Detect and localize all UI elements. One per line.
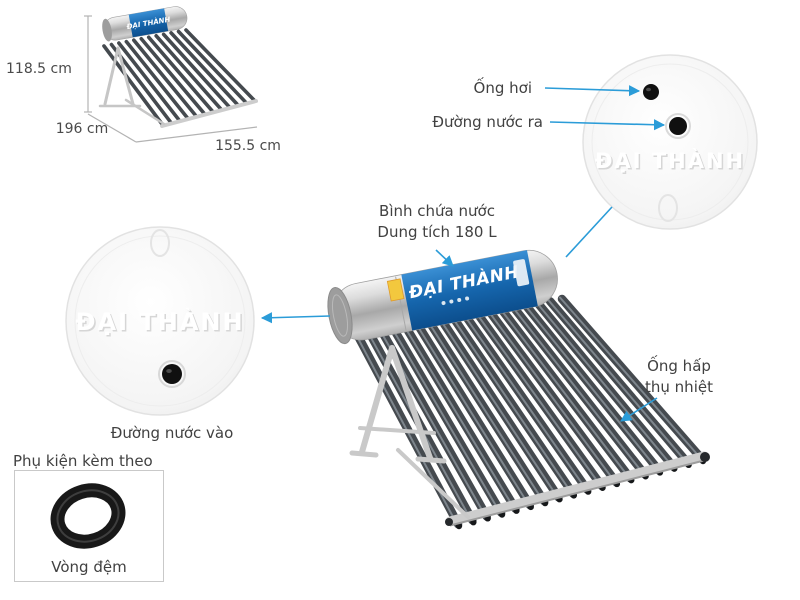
- energy-sticker: [386, 278, 405, 302]
- water-tank: ĐẠI THÀNH: [327, 249, 558, 345]
- gasket-label: Vòng đệm: [51, 558, 127, 576]
- absorber-tube: [184, 28, 256, 102]
- absorber-tube: [475, 311, 601, 486]
- absorber-tube: [487, 309, 615, 482]
- absorber-tube: [169, 31, 240, 107]
- tank-left-cap: [327, 286, 353, 345]
- absorber-tube: [124, 39, 189, 120]
- detail-circle-ring: [74, 235, 246, 407]
- detail-circle: [582, 54, 758, 230]
- tank-capacity-label: Bình chứa nước Dung tích 180 L: [352, 201, 522, 243]
- embossed-brand-shadow: ĐẠI THÀNH: [77, 309, 246, 338]
- water-inlet-hole: [162, 364, 182, 384]
- absorber-tube: [463, 313, 587, 490]
- absorber-tube: [427, 320, 544, 501]
- detail-connector-line: [565, 206, 613, 258]
- absorber-tube: [523, 303, 658, 470]
- dim-width-label: 196 cm: [55, 121, 109, 137]
- absorber-tube: [102, 44, 164, 126]
- callout-lines: [260, 85, 666, 422]
- absorber-tube: [403, 324, 515, 509]
- absorber-tube: [161, 32, 231, 109]
- arrow-tank: [435, 249, 454, 267]
- tank-capacity-line2: Dung tích 180 L: [377, 223, 497, 241]
- absorber-tube: [499, 307, 630, 478]
- small-bottom-rail: [160, 99, 258, 128]
- rail-end-cap: [445, 518, 453, 526]
- support-frame: [349, 345, 470, 519]
- cap-tab: [150, 229, 170, 257]
- bottom-rail: [445, 451, 709, 526]
- absorber-tube-array: [353, 294, 707, 530]
- absorber-tube: [139, 36, 206, 115]
- small-tank-cap: [102, 18, 112, 42]
- arrow-absorber: [620, 397, 658, 422]
- absorber-tube: [154, 34, 223, 111]
- water-inlet-label: Đường nước vào: [110, 424, 234, 442]
- steam-pipe-label: Ống hơi: [473, 79, 532, 97]
- accessories-title: Phụ kiện kèm theo: [13, 452, 153, 470]
- embossed-brand-shadow: ĐẠI THÀNH: [596, 150, 746, 175]
- dim-height-label: 118.5 cm: [6, 61, 72, 77]
- small-tank: ĐẠI THÀNH: [102, 6, 188, 42]
- tank-end-detail-top: ĐẠI THÀNH ĐẠI THÀNH: [582, 54, 758, 230]
- small-heater: ĐẠI THÀNH: [98, 6, 258, 128]
- absorber-tube: [132, 38, 198, 118]
- absorber-tube: [176, 29, 248, 104]
- main-heater: ĐẠI THÀNH: [327, 249, 710, 530]
- cap-tab: [658, 194, 678, 222]
- absorber-tube: [439, 318, 558, 497]
- small-brand-band: [128, 8, 169, 38]
- absorber-tube: [511, 305, 644, 474]
- dimension-line-depth: [135, 126, 258, 143]
- arrow-water-outlet: [549, 119, 666, 131]
- water-inlet-flange: [158, 360, 186, 388]
- hole-highlight: [646, 87, 651, 92]
- accessories: [14, 470, 164, 582]
- tank-capacity-line1: Bình chứa nước: [379, 202, 495, 220]
- water-outlet-hole: [669, 117, 687, 135]
- absorber-tube: [547, 298, 687, 463]
- tank-left-cap-ring: [331, 294, 349, 337]
- gasket-ring: [50, 483, 126, 549]
- absorber-tube: [391, 326, 501, 513]
- absorber-tubes-label: Ống hấp thụ nhiệt: [645, 357, 713, 396]
- cert-label: [513, 259, 530, 287]
- steam-pipe-hole: [643, 84, 659, 100]
- absorber-tube: [146, 35, 214, 113]
- cert-icons: [441, 296, 470, 306]
- tank-end-detail-left: ĐẠI THÀNH ĐẠI THÀNH: [65, 226, 255, 416]
- tank-brand-band: [401, 250, 538, 331]
- embossed-brand: ĐẠI THÀNH: [75, 307, 244, 336]
- dimension-line-width: [87, 113, 137, 143]
- absorber-tube: [117, 41, 181, 122]
- dimension-lines: [84, 15, 258, 143]
- absorber-tube: [535, 300, 673, 467]
- embossed-brand: ĐẠI THÀNH: [595, 148, 745, 173]
- small-support-frame: [98, 46, 166, 126]
- arrow-water-inlet: [260, 312, 331, 324]
- bottom-rail-edge: [449, 459, 705, 527]
- absorber-tube: [559, 296, 701, 459]
- absorber-tube: [451, 316, 572, 493]
- hole-highlight: [166, 369, 172, 373]
- water-outlet-flange: [665, 113, 691, 139]
- arrow-steam-pipe: [544, 85, 641, 97]
- dim-depth-label: 155.5 cm: [215, 138, 281, 154]
- water-outlet-label: Đường nước ra: [432, 113, 543, 131]
- rail-end-cap: [700, 452, 710, 462]
- absorber-tube: [415, 322, 529, 505]
- detail-circle: [65, 226, 255, 416]
